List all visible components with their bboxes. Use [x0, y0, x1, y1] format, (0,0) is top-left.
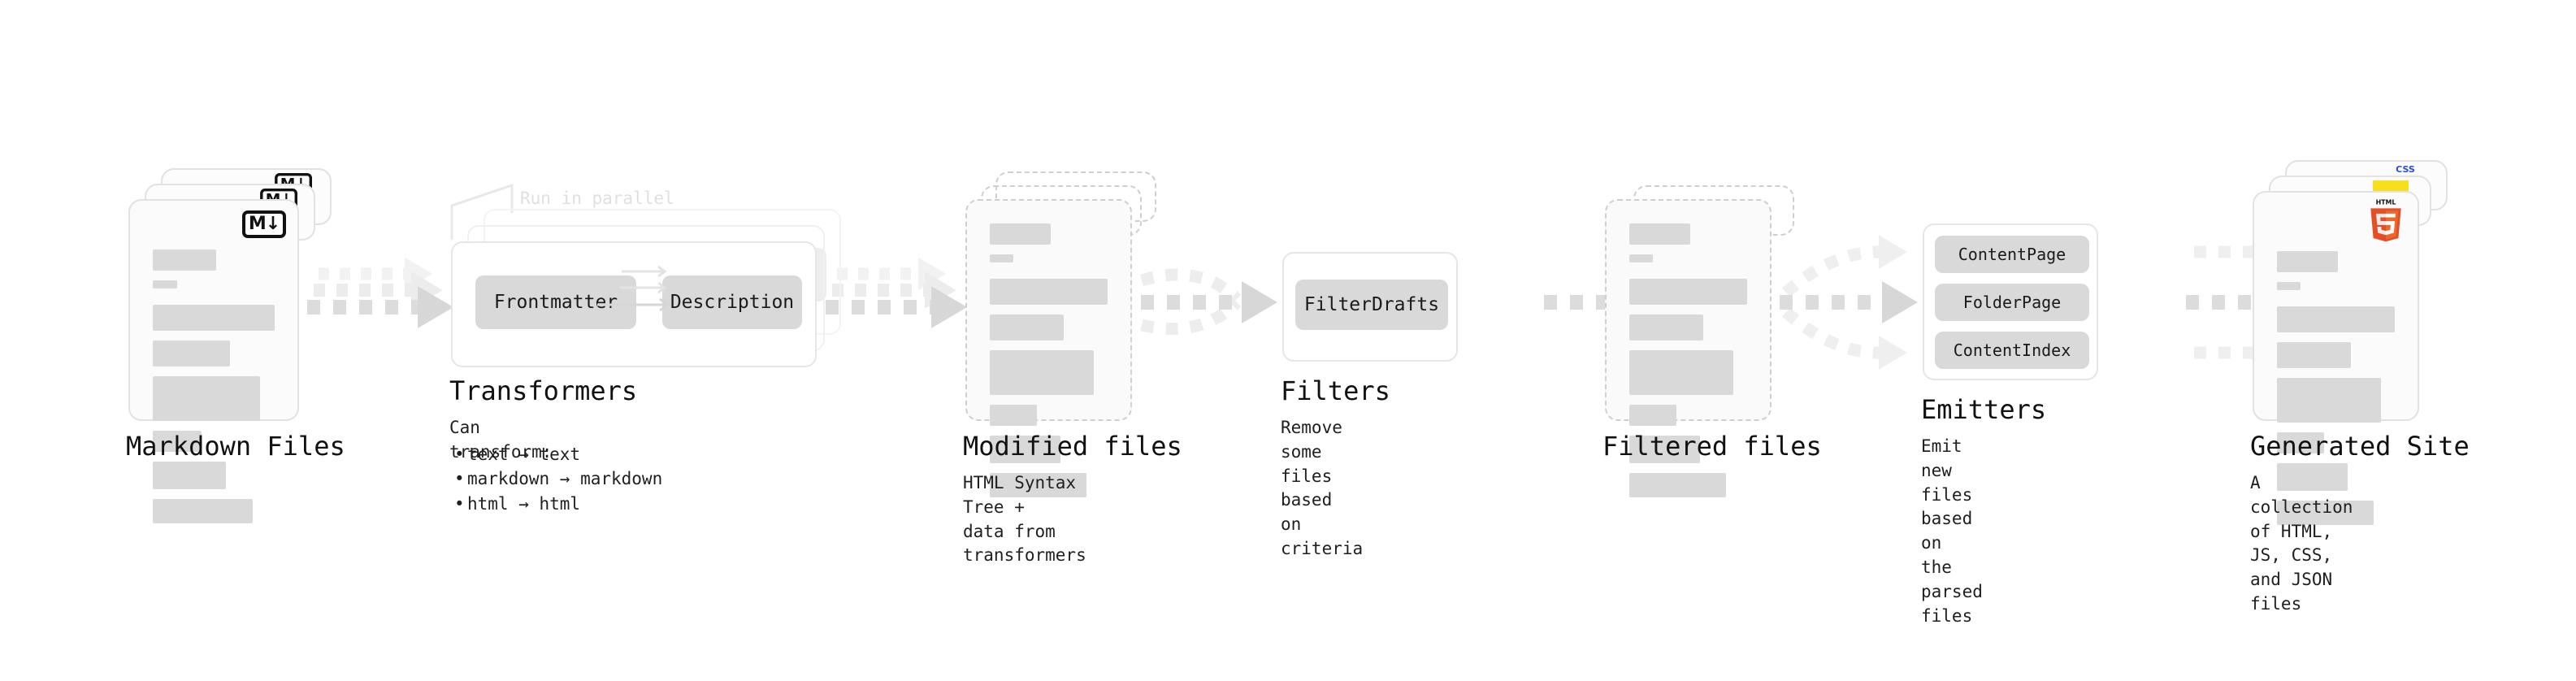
skeleton-bar — [153, 249, 216, 271]
bullet-item: text → text — [449, 442, 662, 467]
emitters-card: ContentPage FolderPage ContentIndex — [1923, 223, 2098, 380]
skeleton-bar — [2277, 501, 2374, 525]
emitters-subtitle: Emit new files based on the parsed files — [1921, 436, 1983, 626]
skeleton-bar — [1629, 473, 1726, 497]
skeleton-bar — [2277, 251, 2339, 272]
stage-title-modified-files: Modified files — [963, 431, 1182, 462]
modified-files-subtitle: HTML Syntax Tree + data from transformer… — [963, 473, 1086, 566]
modified-card-front — [965, 199, 1132, 497]
svg-text:HTML: HTML — [2376, 198, 2396, 206]
skeleton-bar — [990, 279, 1108, 305]
bullet-item: html → html — [449, 492, 662, 517]
site-skeleton — [2277, 251, 2395, 525]
connector-modified-to-filters — [1139, 268, 1277, 336]
stage-title-filters: Filters — [1281, 375, 1390, 406]
filters-card: FilterDrafts — [1282, 252, 1458, 362]
filters-subtitle: Remove some files based on criteria — [1281, 418, 1364, 559]
skeleton-bar — [990, 436, 1060, 463]
markdown-badge: M↓ — [242, 210, 286, 238]
skeleton-bar — [153, 431, 202, 452]
stage-title-transformers: Transformers — [449, 375, 638, 406]
connector-transformers-to-modified — [826, 257, 967, 328]
skeleton-bar — [2277, 463, 2348, 491]
skeleton-bar — [153, 305, 275, 331]
transformer-card-front: Frontmatter Description — [451, 241, 817, 367]
skeleton-bar — [2277, 342, 2352, 368]
skeleton-bar — [153, 340, 230, 367]
skeleton-bar — [2277, 378, 2381, 423]
chip-contentpage[interactable]: ContentPage — [1935, 236, 2089, 273]
stage-title-generated-site: Generated Site — [2250, 431, 2470, 462]
css-badge-label: CSS — [2396, 164, 2415, 175]
skeleton-bar — [153, 376, 260, 421]
skeleton-bar — [2277, 282, 2301, 290]
skeleton-bar — [153, 462, 226, 489]
bullet-item: markdown → markdown — [449, 466, 662, 492]
markdown-card-front: M↓ — [128, 199, 299, 523]
skeleton-bar — [1629, 254, 1653, 262]
transformers-bullet-list: text → text markdown → markdown html → h… — [449, 442, 662, 517]
skeleton-bar — [1629, 405, 1676, 426]
stage-title-markdown-files: Markdown Files — [126, 431, 345, 462]
stage-title-emitters: Emitters — [1921, 394, 2047, 425]
annotation-run-in-parallel: Run in parallel — [520, 189, 674, 208]
skeleton-bar — [1629, 279, 1747, 305]
markdown-badge-label: M↓ — [248, 214, 280, 234]
generated-site-subtitle: A collection of HTML, JS, CSS, and JSON … — [2250, 473, 2353, 614]
site-card-front: HTML — [2253, 191, 2419, 525]
skeleton-bar — [2277, 306, 2395, 332]
chip-description[interactable]: Description — [662, 275, 802, 329]
skeleton-bar — [1629, 350, 1733, 395]
stage-title-filtered-files: Filtered files — [1602, 431, 1822, 462]
chip-contentindex[interactable]: ContentIndex — [1935, 332, 2089, 369]
modified-skeleton — [990, 223, 1108, 497]
chip-folderpage[interactable]: FolderPage — [1935, 284, 2089, 321]
skeleton-bar — [990, 314, 1065, 340]
skeleton-bar — [990, 473, 1086, 497]
skeleton-bar — [1629, 223, 1691, 245]
html5-badge: HTML — [2370, 198, 2401, 241]
skeleton-bar — [1629, 314, 1704, 340]
connector-md-to-transformers — [307, 257, 453, 328]
skeleton-bar — [1629, 436, 1700, 463]
skeleton-bar — [990, 223, 1052, 245]
skeleton-bar — [2277, 432, 2324, 453]
skeleton-bar — [990, 405, 1037, 426]
skeleton-bar — [153, 499, 253, 523]
skeleton-bar — [990, 350, 1094, 395]
skeleton-bar — [990, 254, 1013, 262]
stage-generated-site: CSS JS HTML — [0, 0, 2470, 614]
chip-filterdrafts[interactable]: FilterDrafts — [1295, 280, 1448, 330]
skeleton-bar — [153, 280, 177, 288]
connector-filtered-to-emitters — [1780, 235, 1918, 370]
markdown-skeleton — [153, 249, 275, 523]
filtered-card-front — [1605, 199, 1772, 497]
filtered-skeleton — [1629, 223, 1747, 497]
chip-frontmatter[interactable]: Frontmatter — [475, 275, 636, 329]
